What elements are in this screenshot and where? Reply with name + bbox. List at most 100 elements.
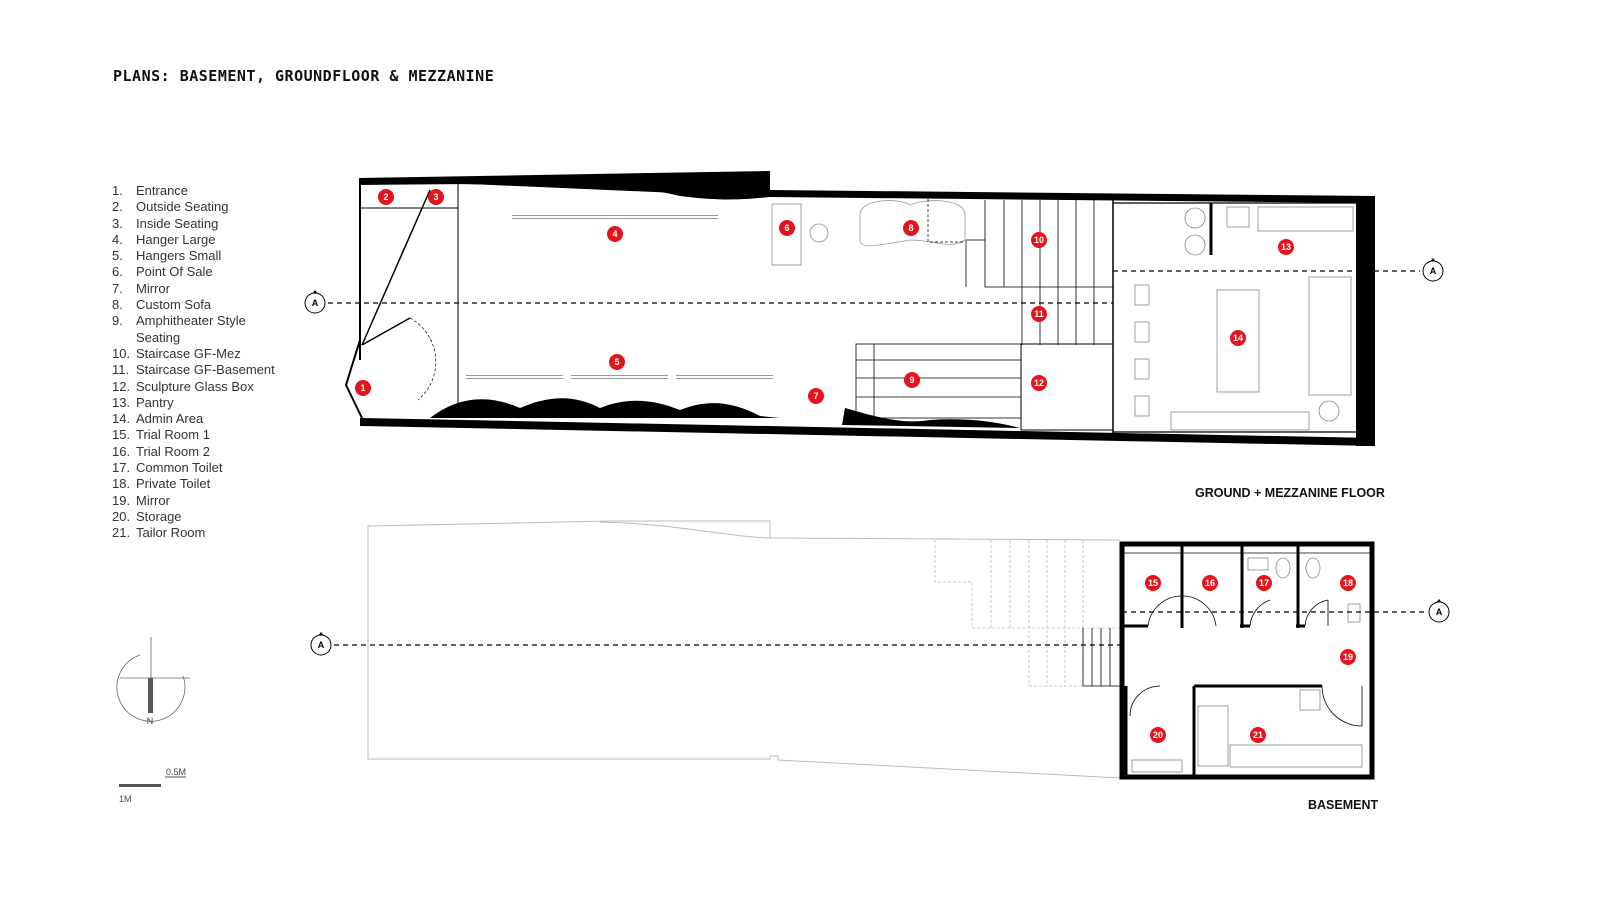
- room-marker: 16: [1202, 575, 1218, 591]
- ground-floor-label: GROUND + MEZZANINE FLOOR: [1195, 486, 1385, 500]
- legend-item: 6.Point Of Sale: [112, 264, 286, 280]
- legend-item: 18. Private Toilet: [112, 476, 286, 492]
- top-wall: [360, 171, 1375, 203]
- marker-dot: [1031, 375, 1047, 391]
- room-marker: 17: [1256, 575, 1272, 591]
- room-marker: 7: [808, 388, 824, 404]
- room-marker: 13: [1278, 239, 1294, 255]
- sheet-title: PLANS: BASEMENT, GROUNDFLOOR & MEZZANINE: [113, 67, 495, 85]
- legend-item: 13. Pantry: [112, 395, 286, 411]
- room-marker: 21: [1250, 727, 1266, 743]
- marker-number: 14: [1233, 333, 1243, 343]
- marker-dot: [1256, 575, 1272, 591]
- scale-minor-label: 0.5M: [166, 767, 186, 777]
- section-marker: A: [1428, 599, 1450, 623]
- room-marker: 19: [1340, 649, 1356, 665]
- section-letter: A: [318, 640, 325, 650]
- marker-dot: [355, 380, 371, 396]
- legend-text: Private Toilet: [136, 476, 211, 492]
- legend-item: 7. Mirror: [112, 281, 286, 297]
- legend-text: Tailor Room: [136, 525, 206, 541]
- legend-number: 14.: [112, 411, 131, 427]
- legend-text: Custom Sofa: [136, 297, 212, 313]
- marker-number: 15: [1148, 578, 1158, 588]
- legend-number: 17.: [112, 460, 131, 476]
- marker-number: 16: [1205, 578, 1215, 588]
- legend-text: Hanger Large: [136, 231, 216, 247]
- marker-dot: [808, 388, 824, 404]
- legend-number: 11.: [112, 362, 130, 378]
- room-marker: 12: [1031, 375, 1047, 391]
- legend-text: Entrance: [136, 183, 189, 198]
- section-marker: A: [304, 290, 326, 314]
- section-letter: A: [1430, 266, 1437, 276]
- legend-text: Mirror: [136, 492, 170, 508]
- legend-number: 18.: [112, 476, 131, 492]
- scale-bar: 0.5M 1M: [119, 767, 186, 804]
- legend-number: 3.: [112, 215, 123, 231]
- legend-item: 15.Trial Room 1: [112, 427, 286, 443]
- legend-text: Inside Seating: [136, 215, 219, 231]
- section-marker: A: [310, 632, 332, 656]
- legend-item: 19. Mirror: [112, 493, 286, 509]
- legend-item: 14.Admin Area: [112, 411, 286, 427]
- legend-number: 9.: [112, 313, 123, 329]
- marker-number: 6: [784, 223, 789, 233]
- legend-item: 8. Custom Sofa: [112, 297, 286, 313]
- marker-number: 21: [1253, 730, 1263, 740]
- legend-item: 21. Tailor Room: [112, 525, 286, 541]
- ghost-outline: [367, 520, 1121, 779]
- legend-text: Sculpture Glass Box: [136, 378, 254, 394]
- marker-number: 2: [383, 192, 388, 202]
- scale-major-label: 1M: [119, 794, 132, 804]
- marker-dot: [1230, 330, 1246, 346]
- legend-number: 5.: [112, 248, 123, 264]
- marker-number: 18: [1343, 578, 1353, 588]
- legend-number: 19.: [112, 492, 131, 508]
- room-marker: 1: [355, 380, 371, 396]
- room-marker: 15: [1145, 575, 1161, 591]
- legend-item: 9. Amphitheater Style Seating: [112, 313, 286, 346]
- room-marker: 8: [903, 220, 919, 236]
- marker-number: 19: [1343, 652, 1353, 662]
- legend-text: Amphitheater Style Seating: [136, 313, 246, 345]
- marker-dot: [1340, 575, 1356, 591]
- legend-text: Mirror: [136, 280, 170, 296]
- wavy-wall-2: [842, 408, 1020, 428]
- marker-dot: [903, 220, 919, 236]
- basement-walls: [1119, 541, 1375, 780]
- legend-number: 4.: [112, 231, 123, 247]
- north-arrow: N: [116, 637, 190, 726]
- marker-number: 3: [433, 192, 438, 202]
- legend-number: 16.: [112, 443, 131, 459]
- legend-item: 10.Staircase GF-Mez: [112, 346, 286, 362]
- marker-number: 9: [909, 375, 914, 385]
- right-wall: [1356, 196, 1375, 446]
- legend-item: 5.Hangers Small: [112, 248, 286, 264]
- legend-text: Pantry: [136, 394, 174, 410]
- legend-text: Common Toilet: [136, 460, 223, 476]
- section-letter: A: [1436, 607, 1443, 617]
- staircase-gf-mez: [965, 200, 1113, 345]
- legend-text: Staircase GF-Basement: [136, 362, 275, 378]
- legend-number: 7.: [112, 280, 123, 296]
- room-marker: 5: [609, 354, 625, 370]
- wavy-wall: [430, 398, 780, 418]
- basement-label: BASEMENT: [1308, 798, 1379, 812]
- marker-dot: [904, 372, 920, 388]
- marker-number: 4: [612, 229, 617, 239]
- marker-dot: [779, 220, 795, 236]
- marker-dot: [1250, 727, 1266, 743]
- sofa: [859, 200, 966, 247]
- legend-number: 8.: [112, 297, 123, 313]
- marker-number: 13: [1281, 242, 1291, 252]
- marker-dot: [1278, 239, 1294, 255]
- legend-text: Staircase GF-Mez: [136, 345, 241, 361]
- marker-dot: [607, 226, 623, 242]
- north-label: N: [147, 716, 154, 726]
- legend-number: 13.: [112, 394, 131, 410]
- legend-item: 12.Sculpture Glass Box: [112, 379, 286, 395]
- legend-number: 21.: [112, 525, 131, 541]
- marker-dot: [1202, 575, 1218, 591]
